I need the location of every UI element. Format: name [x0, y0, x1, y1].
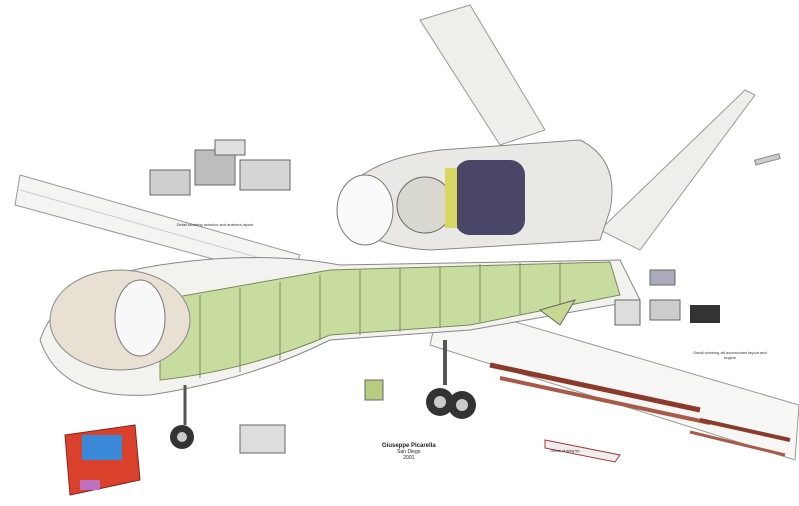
payload-box-detail: [64, 424, 141, 496]
accessories-caption: Detail showing aft accessories layout an…: [693, 350, 767, 360]
signature-year: 2001: [403, 455, 415, 461]
avionics-caption: Detail showing avionics and antenna layo…: [176, 222, 254, 227]
left-tail-fin: [419, 4, 546, 146]
engine-intake: [336, 174, 394, 246]
artist-signature: Giuseppe Picarella San Diego 2001: [382, 443, 436, 461]
engine-core: [455, 160, 525, 235]
accessories-detail: [614, 269, 720, 326]
avionics-detail: [149, 139, 291, 196]
engine-fan: [396, 176, 454, 234]
main-landing-gear: [426, 340, 476, 419]
antenna-dish: [114, 279, 166, 357]
wing-tip-detail: [544, 439, 621, 463]
nose-landing-gear: [170, 385, 194, 449]
wingtip-caption: Detail of wing tip: [550, 448, 580, 453]
wing-spars: [489, 362, 791, 457]
artist-name: Giuseppe Picarella: [382, 443, 436, 449]
gear-detail: [239, 424, 286, 454]
right-tail-fin: [599, 89, 756, 251]
component-detail: [364, 379, 384, 401]
signature-place: San Diego: [397, 449, 421, 455]
